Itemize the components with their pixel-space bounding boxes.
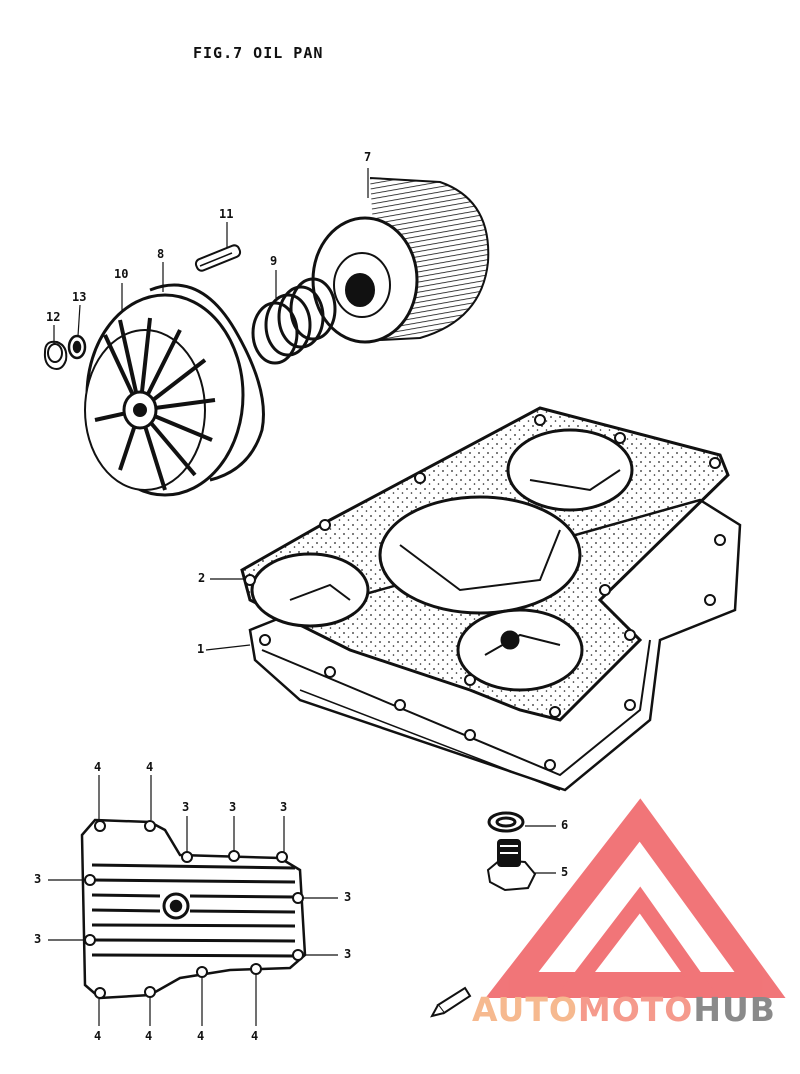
part-label-3: 3 bbox=[34, 872, 42, 886]
part-label-4: 4 bbox=[145, 1029, 153, 1043]
part-label-6: 6 bbox=[561, 818, 569, 832]
part-label-3: 3 bbox=[280, 800, 288, 814]
part-label-13: 13 bbox=[72, 290, 87, 304]
oil-pan-gasket bbox=[240, 406, 730, 722]
part-label-4: 4 bbox=[197, 1029, 205, 1043]
part-label-7: 7 bbox=[364, 150, 372, 164]
watermark-logo-icon bbox=[485, 798, 786, 998]
part-label-5: 5 bbox=[561, 865, 569, 879]
washer bbox=[67, 334, 87, 360]
part-label-12: 12 bbox=[46, 310, 61, 324]
part-label-1: 1 bbox=[197, 642, 205, 656]
watermark-text: AUTOMOTOHUB bbox=[472, 990, 776, 1029]
part-label-10: 10 bbox=[114, 267, 129, 281]
part-label-3: 3 bbox=[182, 800, 190, 814]
part-label-4: 4 bbox=[146, 760, 154, 774]
drain-bolt bbox=[486, 839, 537, 892]
oil-filter bbox=[311, 177, 490, 344]
oil-pan-bottom-view bbox=[80, 818, 307, 1000]
part-label-4: 4 bbox=[94, 1029, 102, 1043]
part-label-3: 3 bbox=[344, 890, 352, 904]
drain-gasket bbox=[487, 811, 525, 833]
part-label-11: 11 bbox=[219, 207, 234, 221]
part-label-4: 4 bbox=[251, 1029, 259, 1043]
part-label-3: 3 bbox=[34, 932, 42, 946]
pin bbox=[194, 244, 242, 272]
front-arrow-icon bbox=[430, 986, 472, 1018]
filter-cover bbox=[84, 293, 245, 497]
leader-lines bbox=[48, 168, 556, 1026]
watermark-moto: MOTO bbox=[577, 990, 694, 1029]
figure-title: FIG.7 OIL PAN bbox=[193, 44, 324, 62]
spring bbox=[251, 277, 337, 365]
watermark-auto: AUTO bbox=[472, 990, 578, 1029]
watermark-hub: HUB bbox=[693, 990, 776, 1029]
part-label-8: 8 bbox=[157, 247, 165, 261]
part-label-4: 4 bbox=[94, 760, 102, 774]
o-ring bbox=[149, 283, 265, 482]
part-label-9: 9 bbox=[270, 254, 278, 268]
part-label-3: 3 bbox=[229, 800, 237, 814]
part-label-2: 2 bbox=[198, 571, 206, 585]
cap-bolt bbox=[43, 340, 68, 370]
part-label-3: 3 bbox=[344, 947, 352, 961]
